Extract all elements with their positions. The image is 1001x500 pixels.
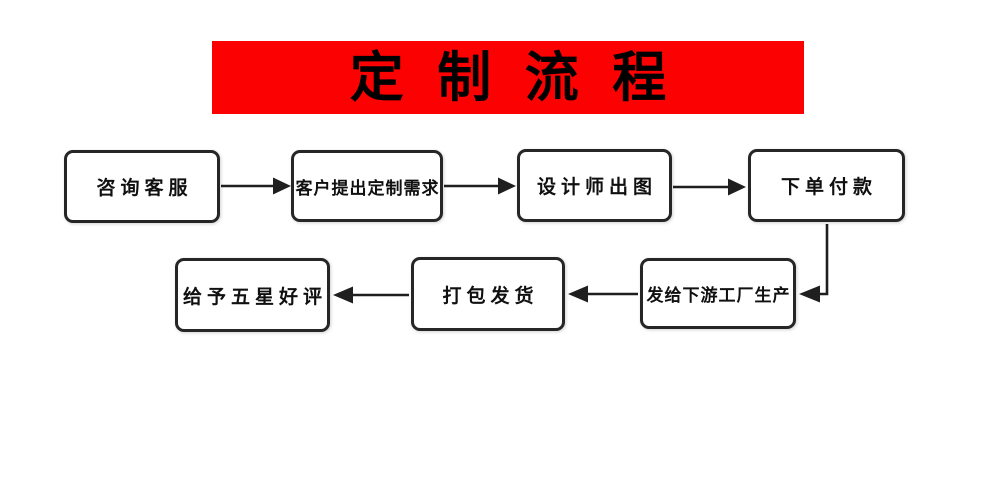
arrow-step1-to-step2: [221, 177, 291, 195]
flow-step-pack-ship: 打包发货: [411, 257, 565, 331]
title-banner: 定 制 流 程: [212, 41, 804, 114]
flow-step-label: 发给下游工厂生产: [646, 286, 791, 305]
arrow-step3-to-step4: [673, 178, 746, 196]
flow-step-consult-service: 咨询客服: [64, 150, 220, 223]
flow-step-order-payment: 下单付款: [748, 149, 905, 222]
arrow-step6-to-step7: [333, 286, 409, 304]
flow-step-label: 咨询客服: [96, 178, 193, 199]
flow-step-label: 下单付款: [780, 177, 877, 198]
flow-step-factory-production: 发给下游工厂生产: [640, 258, 796, 329]
arrow-step2-to-step3: [444, 177, 516, 195]
arrow-step5-to-step6: [568, 285, 638, 303]
flow-step-label: 给予五星好评: [183, 286, 328, 308]
flow-step-five-star-review: 给予五星好评: [175, 258, 330, 332]
flow-step-customer-request: 客户提出定制需求: [291, 150, 443, 222]
page-title: 定 制 流 程: [349, 47, 677, 108]
flow-step-label: 客户提出定制需求: [295, 178, 440, 198]
flow-step-designer-drawing: 设计师出图: [517, 149, 672, 222]
flow-step-label: 设计师出图: [536, 177, 657, 198]
arrow-step4-to-step5: [799, 224, 829, 303]
flow-step-label: 打包发货: [442, 285, 539, 307]
